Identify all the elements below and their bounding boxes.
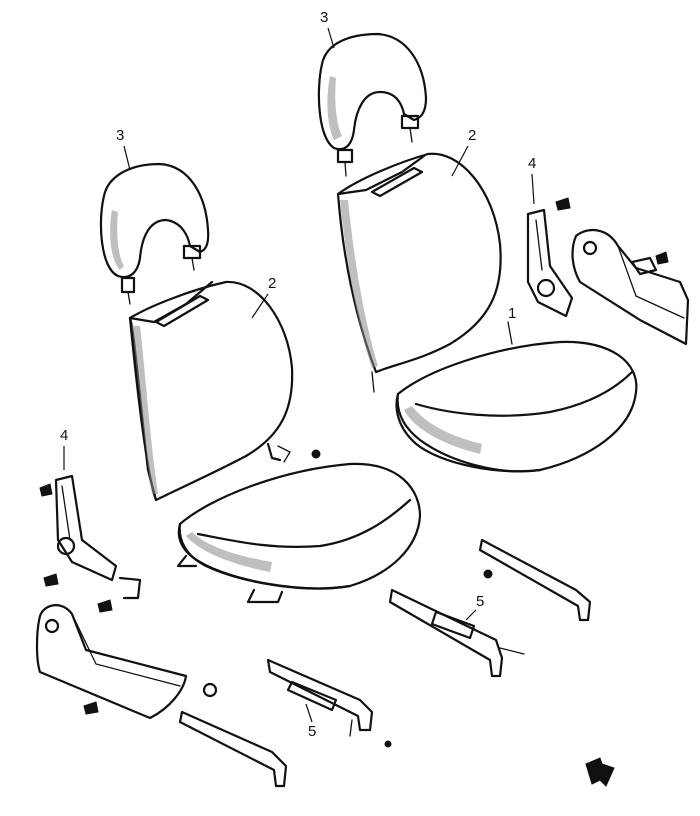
callout-hinge-right: 4: [528, 155, 536, 172]
backrest-right: [336, 152, 502, 393]
callout-backrest-right: 2: [468, 127, 476, 144]
cushion-left: [176, 462, 422, 604]
callout-cushion-right: 1: [508, 305, 516, 322]
left-seat: [35, 162, 422, 788]
callout-rail-left: 5: [308, 723, 316, 740]
side-cover-right: [571, 228, 690, 346]
seat-rail-left: [178, 658, 392, 788]
right-seat: [317, 32, 690, 678]
callout-hinge-left: 4: [60, 427, 68, 444]
seat-rail-right: [388, 538, 592, 678]
backrest-left: [128, 280, 321, 502]
headrest-left: [99, 162, 210, 305]
headrest-right: [317, 32, 428, 177]
callout-headrest-left: 3: [116, 127, 124, 144]
callout-labels: 3 3 2 2 1 4 4 5 5: [60, 9, 536, 740]
recliner-hinge-left: [39, 474, 142, 613]
callout-headrest-right: 3: [320, 9, 328, 26]
recliner-hinge-right: [526, 197, 574, 318]
callout-backrest-left: 2: [268, 275, 276, 292]
side-cover-left: [35, 604, 218, 720]
callout-rail-right: 5: [476, 593, 484, 610]
cushion-right: [395, 321, 638, 473]
arrow-right-down-icon: [585, 757, 615, 787]
